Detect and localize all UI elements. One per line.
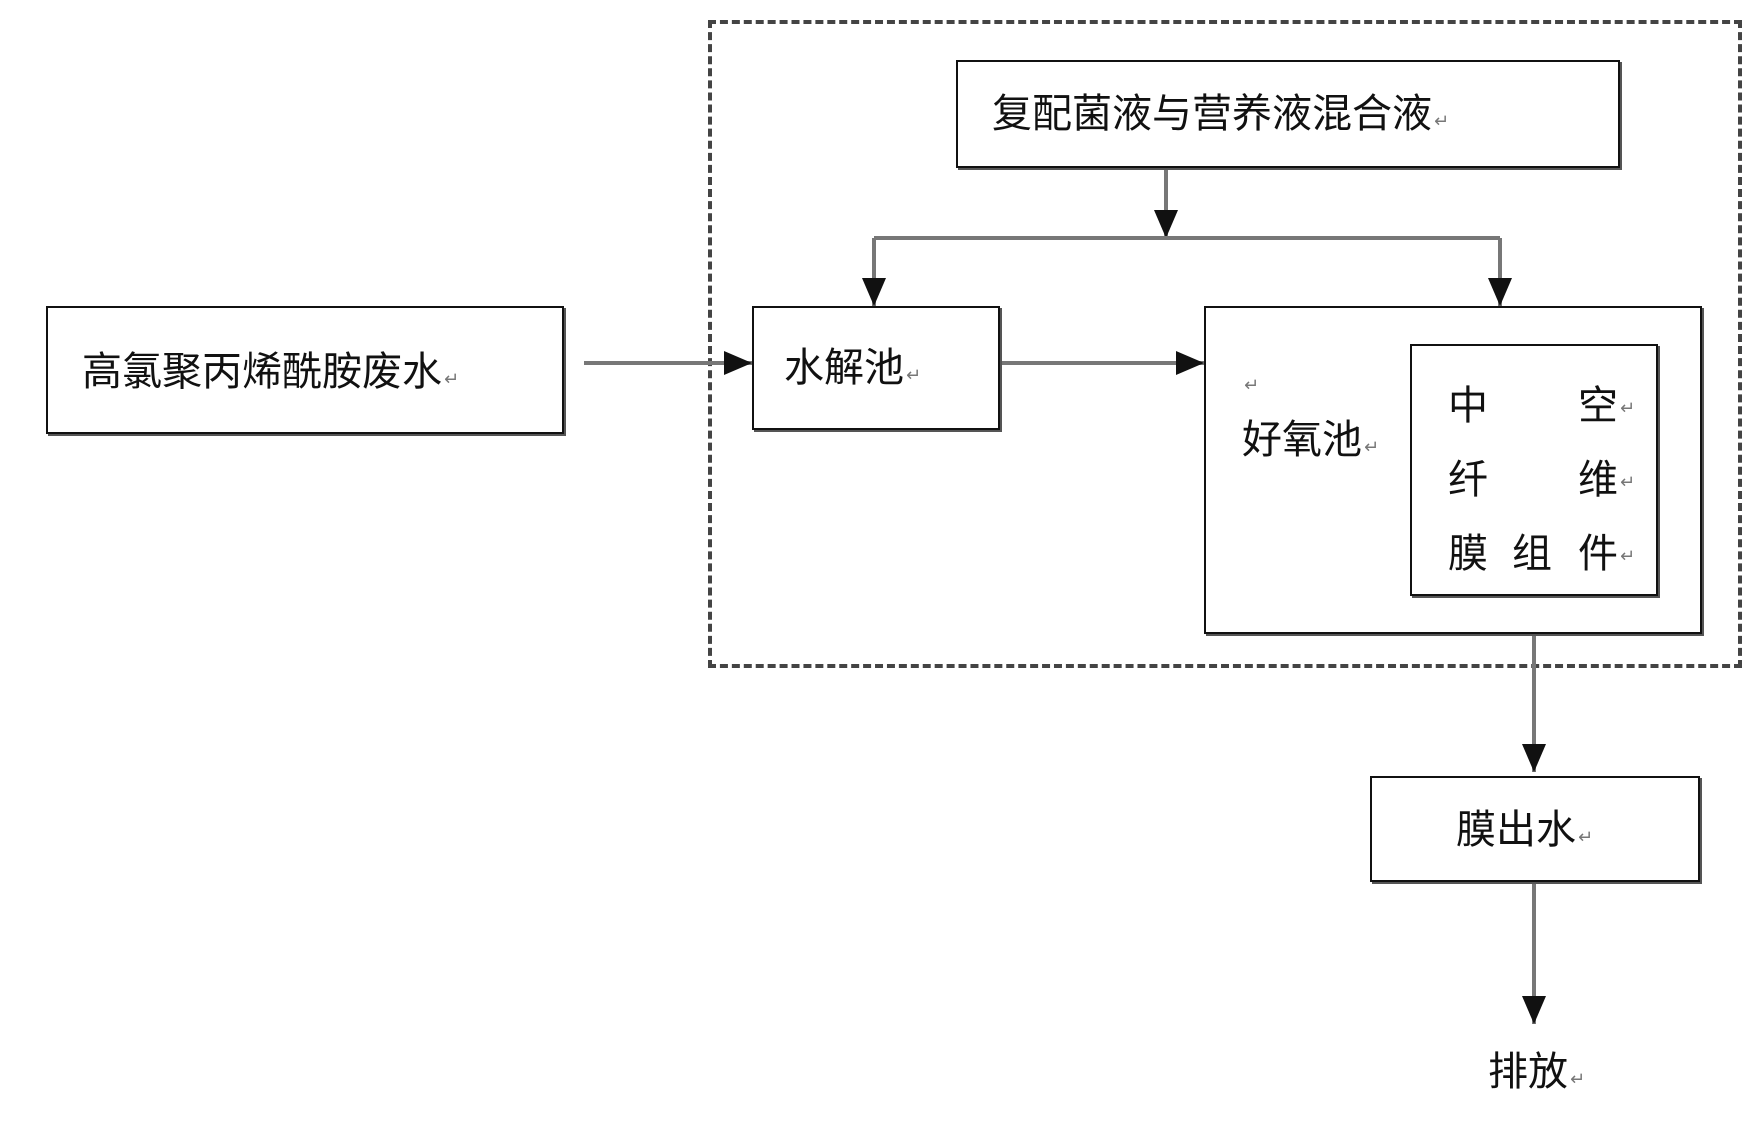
hydrolysis-tank-label: 水解池 bbox=[784, 345, 904, 391]
mixed-liquid-node: 复配菌液与营养液混合液↵ bbox=[956, 60, 1620, 168]
membrane-module-node: 中 空↵ 纤 维↵ 膜 组 件↵ bbox=[1410, 344, 1658, 596]
paragraph-mark: ↵ bbox=[1244, 375, 1260, 396]
membrane-char-6: 组 bbox=[1512, 531, 1552, 577]
aerobic-tank-label: 好氧池 bbox=[1242, 417, 1362, 463]
paragraph-mark: ↵ bbox=[1434, 111, 1450, 132]
membrane-char-1: 中 bbox=[1448, 383, 1488, 429]
membrane-char-4: 维 bbox=[1578, 457, 1618, 503]
wastewater-node: 高氯聚丙烯酰胺废水↵ bbox=[46, 306, 564, 434]
membrane-char-7: 件 bbox=[1578, 531, 1618, 577]
discharge-label: 排放 bbox=[1488, 1049, 1568, 1095]
paragraph-mark: ↵ bbox=[1620, 398, 1636, 419]
hydrolysis-tank-node: 水解池↵ bbox=[752, 306, 1000, 430]
paragraph-mark: ↵ bbox=[1364, 437, 1380, 458]
membrane-char-2: 空 bbox=[1578, 383, 1618, 429]
membrane-effluent-label: 膜出水 bbox=[1456, 807, 1576, 853]
wastewater-label: 高氯聚丙烯酰胺废水 bbox=[82, 349, 442, 395]
membrane-char-5: 膜 bbox=[1448, 531, 1488, 577]
membrane-effluent-node: 膜出水↵ bbox=[1370, 776, 1700, 882]
paragraph-mark: ↵ bbox=[1578, 827, 1594, 848]
treatment-unit-boundary bbox=[708, 20, 1742, 668]
paragraph-mark: ↵ bbox=[444, 369, 460, 390]
paragraph-mark: ↵ bbox=[906, 365, 922, 386]
membrane-char-3: 纤 bbox=[1448, 457, 1488, 503]
paragraph-mark: ↵ bbox=[1620, 546, 1636, 567]
paragraph-mark: ↵ bbox=[1570, 1069, 1586, 1090]
discharge-node: 排放↵ bbox=[1488, 1052, 1585, 1092]
mixed-liquid-label: 复配菌液与营养液混合液 bbox=[992, 91, 1432, 137]
paragraph-mark: ↵ bbox=[1620, 472, 1636, 493]
